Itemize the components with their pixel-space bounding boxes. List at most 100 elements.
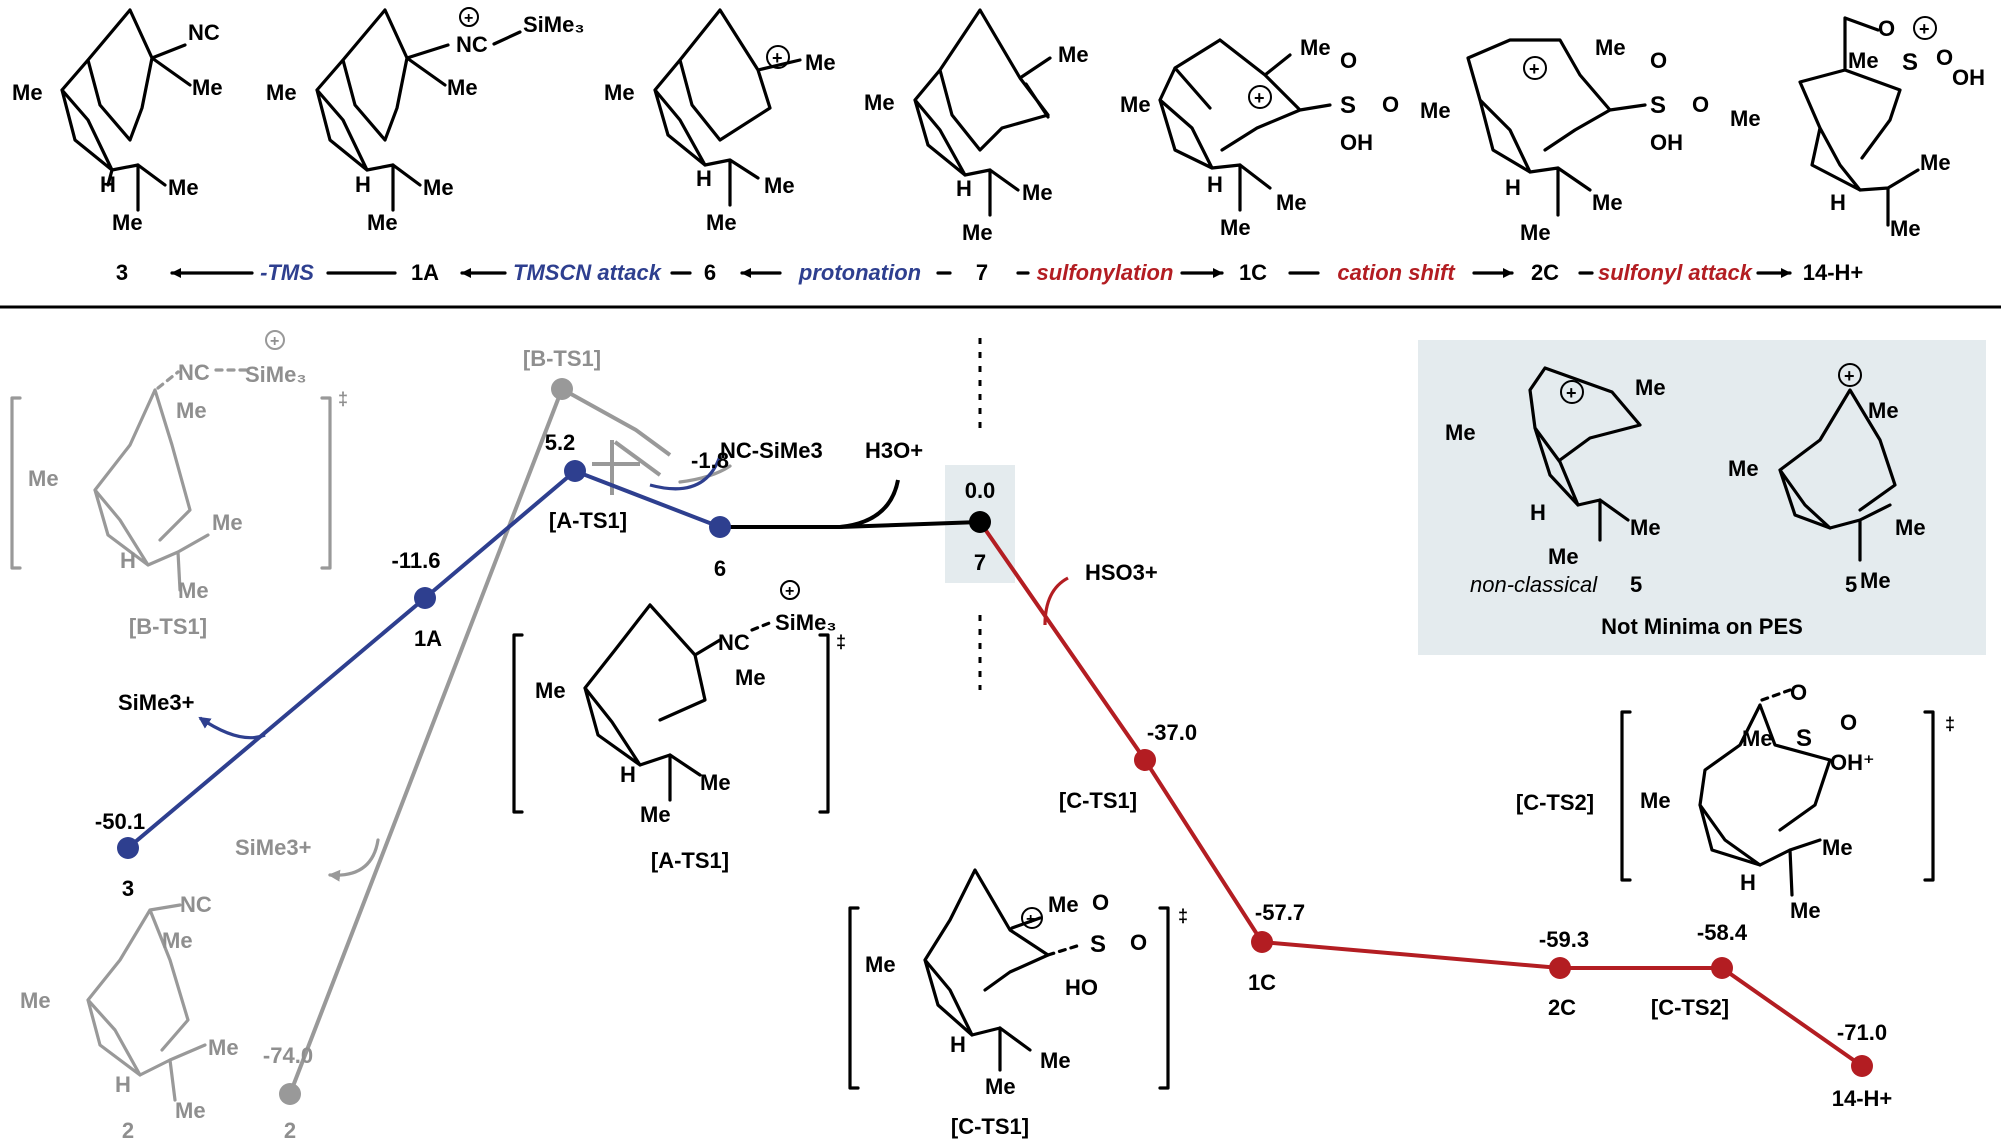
svg-text:H: H [1505, 175, 1521, 200]
svg-text:O: O [1650, 48, 1667, 73]
svg-text:Me: Me [962, 220, 993, 245]
svg-text:OH⁺: OH⁺ [1830, 750, 1875, 775]
svg-text:+: + [1529, 59, 1540, 79]
svg-text:Me: Me [1520, 220, 1551, 245]
label-2-point: 2 [284, 1118, 296, 1140]
svg-text:Me: Me [175, 1098, 206, 1123]
svg-text:Me: Me [1058, 42, 1089, 67]
inset-title: Not Minima on PES [1601, 614, 1803, 639]
structure-1A: + NC SiMe₃ Me Me H Me Me [266, 7, 585, 235]
svg-text:Me: Me [1420, 98, 1451, 123]
svg-text:Me: Me [192, 75, 223, 100]
svg-text:SiMe₃: SiMe₃ [245, 362, 307, 387]
svg-text:OH: OH [1650, 130, 1683, 155]
svg-text:Me: Me [1548, 544, 1579, 569]
svg-text:Me: Me [208, 1035, 239, 1060]
svg-text:Me: Me [178, 578, 209, 603]
svg-text:Me: Me [112, 210, 143, 235]
label-bts1-top: [B-TS1] [523, 346, 601, 371]
svg-text:O: O [1092, 890, 1109, 915]
label-7: 7 [974, 550, 986, 575]
svg-text:OH: OH [1340, 130, 1373, 155]
svg-text:Me: Me [1592, 190, 1623, 215]
svg-text:NC: NC [178, 360, 210, 385]
svg-text:Me: Me [1822, 835, 1853, 860]
svg-text:+: + [1566, 383, 1577, 403]
svg-text:Me: Me [706, 210, 737, 235]
svg-text:NC: NC [188, 20, 220, 45]
svg-text:S: S [1902, 49, 1918, 76]
structure-ats1: NC + SiMe₃ Me Me H Me Me ‡ [A-TS1] [512, 580, 846, 873]
svg-text:S: S [1650, 92, 1666, 119]
svg-text:Me: Me [1120, 92, 1151, 117]
svg-text:Me: Me [764, 173, 795, 198]
inset-num-nc: 5 [1630, 572, 1642, 597]
energy-6: -1.8 [691, 448, 729, 473]
label-cts2-point: [C-TS2] [1651, 995, 1729, 1020]
svg-text:+: + [270, 333, 279, 350]
structure-14-H: O + Me S O OH Me H Me Me [1730, 16, 1985, 241]
svg-text:Me: Me [1728, 456, 1759, 481]
svg-text:+: + [1919, 19, 1930, 39]
svg-text:Me: Me [1920, 150, 1951, 175]
energy-14h: -71.0 [1837, 1020, 1887, 1045]
svg-text:H: H [100, 172, 116, 197]
structure-3: NC Me Me H Me Me [12, 8, 223, 235]
svg-text:Me: Me [1022, 180, 1053, 205]
label-ats1-struct: [A-TS1] [651, 848, 729, 873]
svg-text:H: H [696, 166, 712, 191]
inset-caption-nonclassical: non-classical [1470, 572, 1598, 597]
label-6: 6 [714, 556, 726, 581]
svg-text:Me: Me [1860, 568, 1891, 593]
label-cts2-struct: [C-TS2] [1516, 790, 1594, 815]
svg-text:O: O [1840, 710, 1857, 735]
label-cts1-point: [C-TS1] [1059, 788, 1137, 813]
pathway-node-1C: 1C [1239, 260, 1267, 285]
svg-text:‡: ‡ [1178, 906, 1188, 926]
svg-text:Me: Me [1868, 398, 1899, 423]
svg-text:NC: NC [180, 892, 212, 917]
svg-text:Me: Me [423, 175, 454, 200]
pathway-node-14-H: 14-H+ [1803, 260, 1864, 285]
structure-2C: + Me S O O OH Me H Me Me [1420, 35, 1709, 245]
svg-text:HO: HO [1065, 975, 1098, 1000]
structure-2: NC Me Me H Me Me 2 [20, 892, 239, 1143]
svg-text:‡: ‡ [836, 632, 846, 652]
label-bts1-bracket: [B-TS1] [129, 614, 207, 639]
svg-text:NC: NC [456, 32, 488, 57]
svg-text:H: H [355, 172, 371, 197]
svg-text:Me: Me [20, 988, 51, 1013]
svg-text:SiMe₃: SiMe₃ [523, 12, 585, 37]
energy-2: -74.0 [263, 1043, 313, 1068]
label-cts1-struct: [C-TS1] [951, 1114, 1029, 1139]
svg-text:H: H [120, 548, 136, 573]
svg-text:Me: Me [865, 952, 896, 977]
energy-3: -50.1 [95, 809, 145, 834]
svg-text:Me: Me [1048, 892, 1079, 917]
svg-text:+: + [785, 583, 794, 600]
svg-text:OH: OH [1952, 65, 1985, 90]
svg-text:‡: ‡ [1945, 714, 1955, 734]
svg-text:Me: Me [367, 210, 398, 235]
energy-cts1: -37.0 [1147, 720, 1197, 745]
svg-text:Me: Me [1595, 35, 1626, 60]
pathway-step-cation-shift: cation shift [1337, 260, 1456, 285]
pathway-step-protonation: protonation [798, 260, 921, 285]
svg-text:O: O [1936, 45, 1953, 70]
svg-text:Me: Me [1848, 48, 1879, 73]
svg-text:Me: Me [700, 770, 731, 795]
energy-1c: -57.7 [1255, 900, 1305, 925]
structure-bts1: NC + SiMe₃ Me Me H Me Me ‡ [B-TS1] [10, 330, 348, 639]
svg-text:Me: Me [604, 80, 635, 105]
label-1a: 1A [414, 626, 442, 651]
svg-text:Me: Me [1220, 215, 1251, 240]
label-2c: 2C [1548, 995, 1576, 1020]
label-3: 3 [122, 876, 134, 901]
svg-text:Me: Me [1635, 375, 1666, 400]
svg-text:H: H [1830, 190, 1846, 215]
reagent-h3o: H3O+ [865, 438, 923, 463]
svg-text:S: S [1340, 92, 1356, 119]
svg-text:Me: Me [212, 510, 243, 535]
svg-text:H: H [1207, 172, 1223, 197]
